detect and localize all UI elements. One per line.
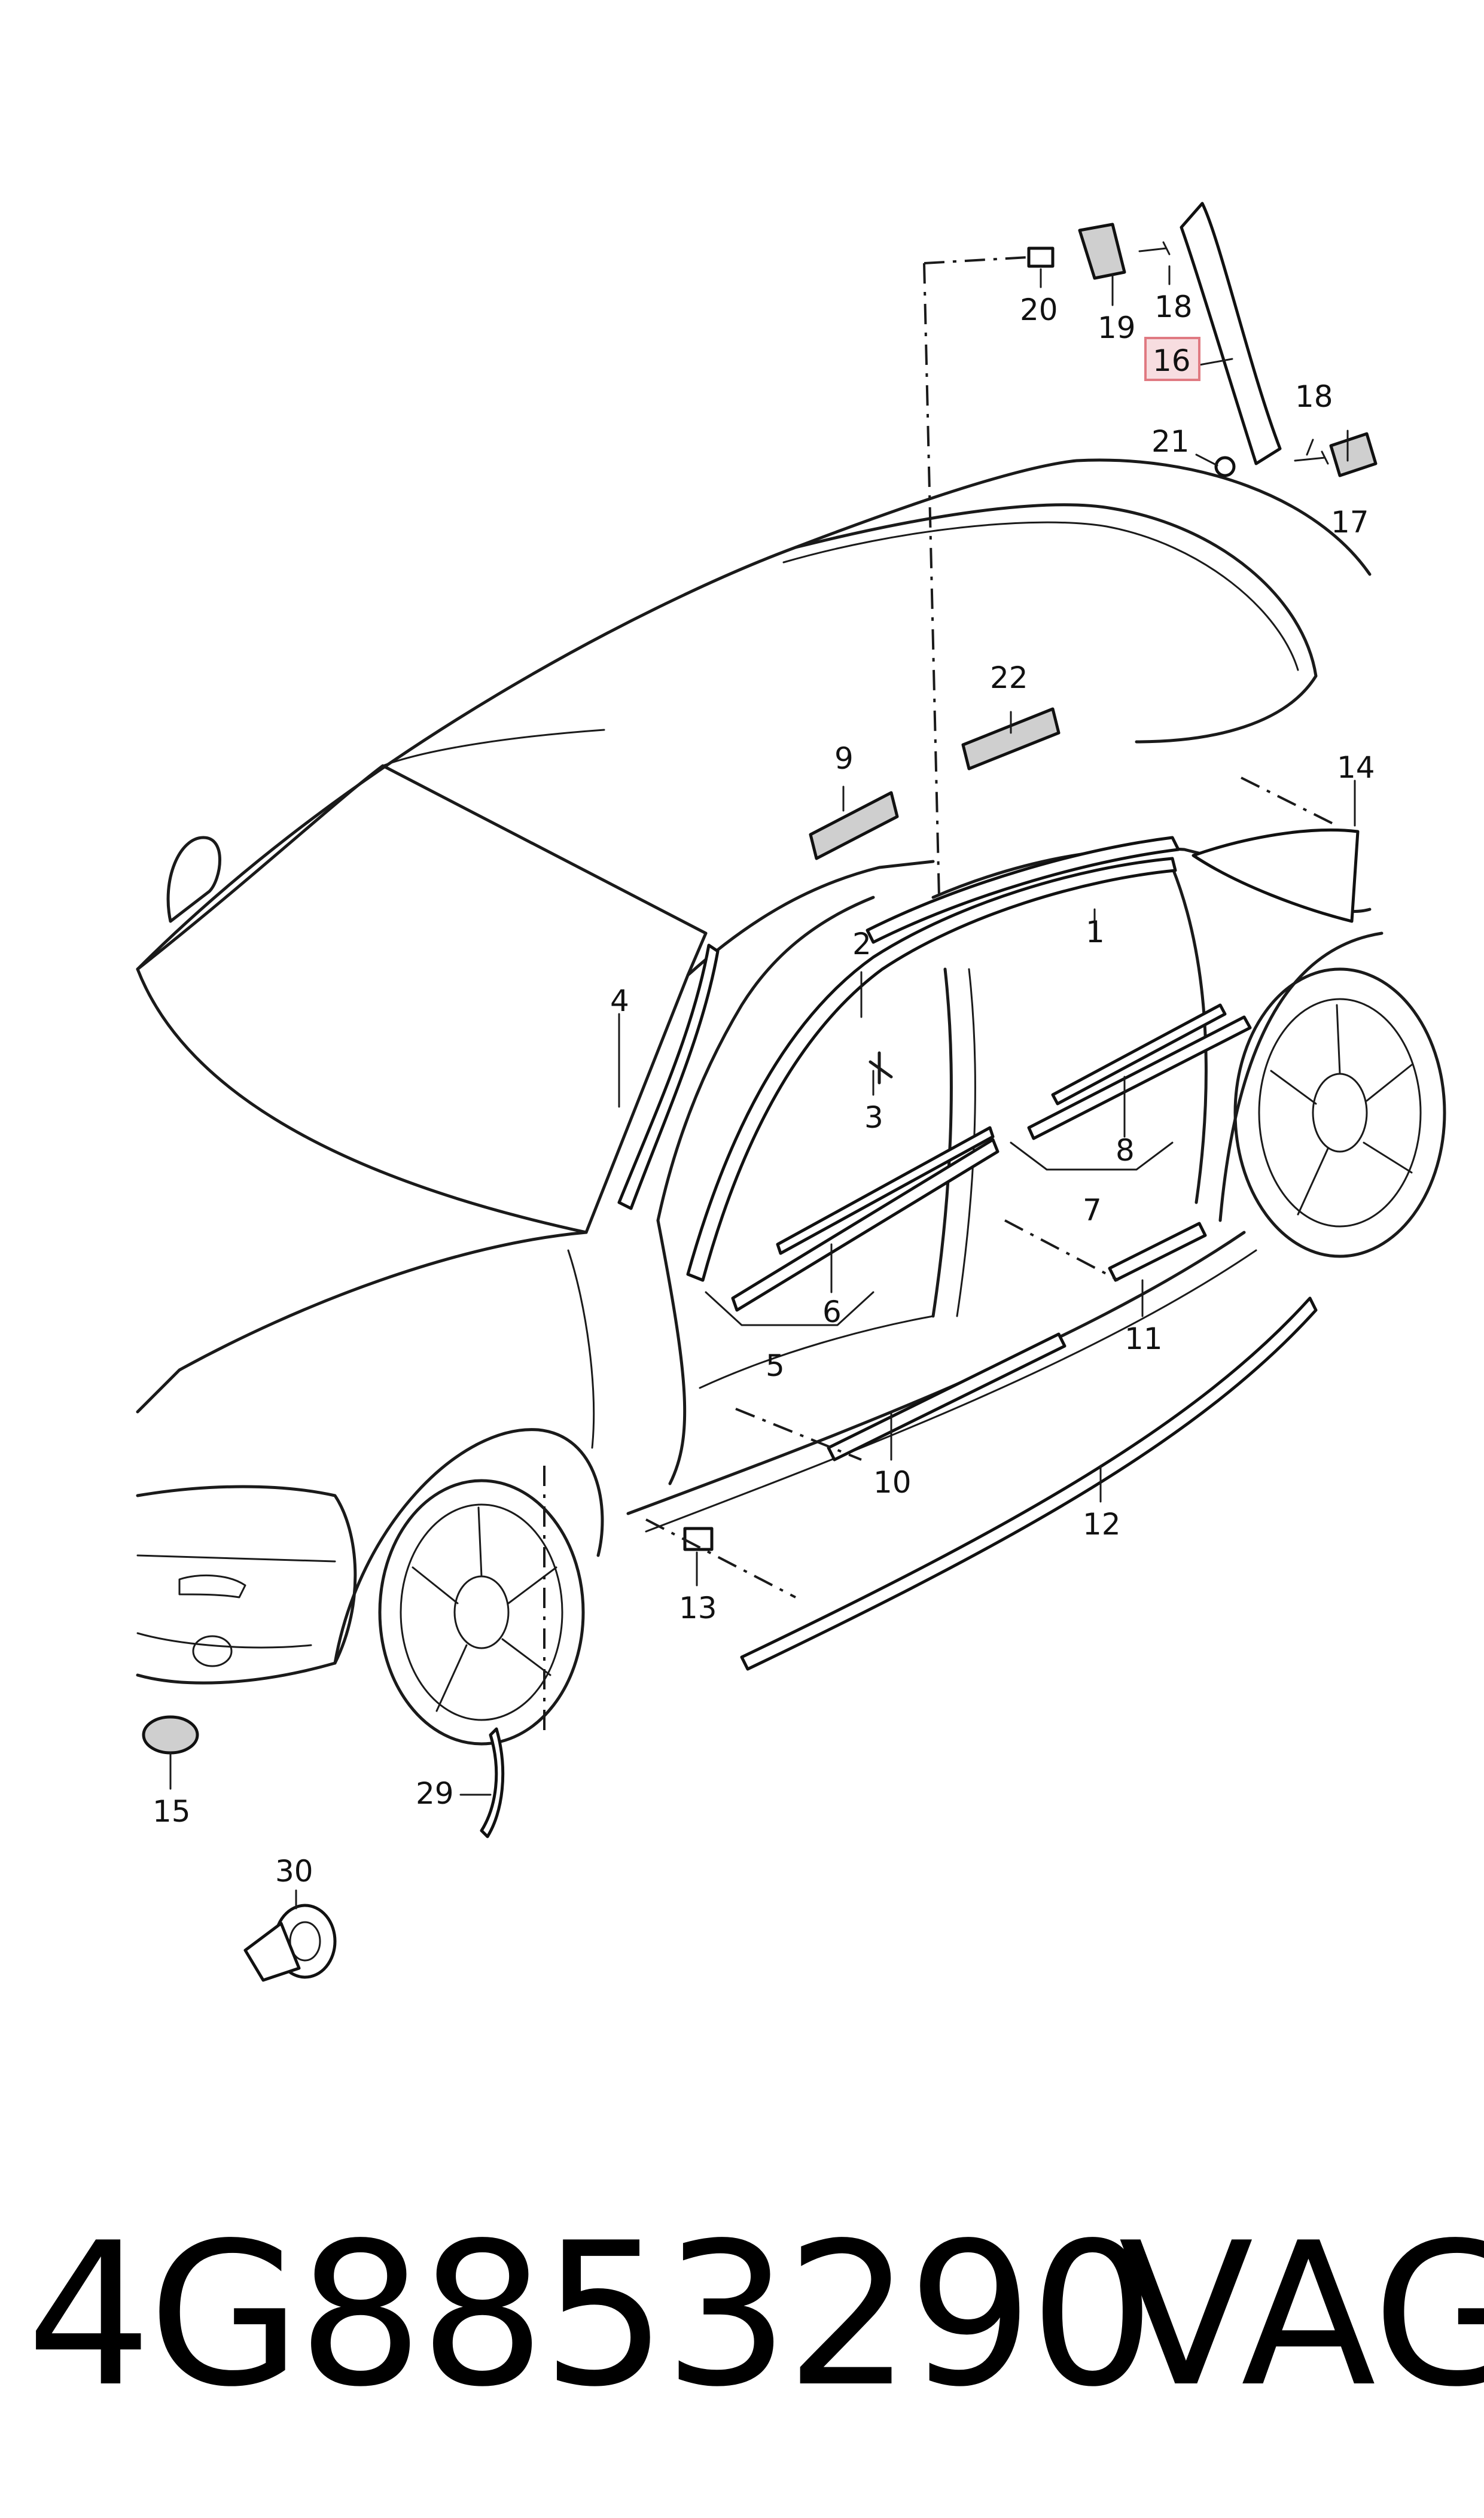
part-10-front-sill-trim bbox=[827, 1332, 1066, 1462]
callout-18-lower: 18 bbox=[1295, 379, 1333, 414]
part-6-front-door-trim-lower bbox=[776, 1126, 995, 1255]
part-16-b-pillar-trim bbox=[1180, 202, 1282, 465]
callout-5: 5 bbox=[766, 1348, 785, 1383]
part-9-bracket bbox=[809, 791, 899, 860]
callout-20: 20 bbox=[1020, 293, 1058, 327]
callout-7: 7 bbox=[1083, 1193, 1102, 1228]
part-6-front-door-trim bbox=[731, 1138, 1000, 1312]
callout-21: 21 bbox=[1151, 424, 1190, 459]
callout-11: 11 bbox=[1125, 1322, 1163, 1356]
part-14-quarter-window-trim bbox=[1192, 828, 1360, 923]
assembly-lines bbox=[543, 256, 1337, 1735]
callout-9: 9 bbox=[834, 741, 854, 776]
callout-15: 15 bbox=[153, 1794, 191, 1829]
callout-17: 17 bbox=[1331, 505, 1369, 540]
part-8-rear-door-trim bbox=[1027, 1015, 1252, 1140]
part-8-rear-door-trim-upper bbox=[1051, 1003, 1227, 1106]
part-19-bracket bbox=[1078, 223, 1126, 280]
callout-12: 12 bbox=[1083, 1507, 1121, 1542]
callout-13: 13 bbox=[679, 1591, 717, 1625]
part-11-rear-sill-trim bbox=[1108, 1222, 1207, 1282]
part-3-clip bbox=[869, 1051, 893, 1085]
part-21-clip bbox=[1214, 456, 1236, 477]
part-2-window-frame-trim bbox=[686, 857, 1177, 1282]
car-body-outline bbox=[136, 458, 1446, 1746]
callout-6: 6 bbox=[822, 1295, 842, 1329]
leader-lines bbox=[169, 265, 1356, 1910]
callout-30: 30 bbox=[275, 1854, 313, 1889]
callout-1: 1 bbox=[1086, 915, 1105, 949]
part-17-end-cap bbox=[1329, 432, 1378, 477]
callout-2: 2 bbox=[852, 927, 871, 961]
part-20-clip bbox=[1027, 246, 1055, 268]
part-12-rocker-panel bbox=[740, 1296, 1318, 1671]
part-30-tape-roll bbox=[243, 1904, 337, 1982]
callout-4: 4 bbox=[610, 984, 629, 1018]
part-18-bolt-lower bbox=[1294, 450, 1329, 465]
callout-16: 16 bbox=[1153, 343, 1191, 378]
part-29-wheel-arch-strip bbox=[480, 1727, 505, 1838]
brand-label: VAG bbox=[1119, 2200, 1484, 2430]
callout-22: 22 bbox=[990, 660, 1028, 695]
part-15-fog-lamp-cover bbox=[142, 1715, 199, 1755]
callout-19: 19 bbox=[1098, 310, 1136, 345]
callout-3: 3 bbox=[864, 1100, 883, 1135]
parts bbox=[142, 202, 1378, 1982]
part-1-window-channel-trim bbox=[866, 836, 1180, 944]
callout-8: 8 bbox=[1116, 1133, 1135, 1168]
part-number-label: 4G8853290 bbox=[26, 2200, 1155, 2430]
part-4-windshield-moulding bbox=[617, 943, 720, 1210]
part-22-bracket bbox=[961, 707, 1061, 771]
callout-14: 14 bbox=[1337, 750, 1375, 785]
callout-29: 29 bbox=[416, 1776, 454, 1811]
callout-10: 10 bbox=[873, 1465, 912, 1500]
part-18-bolt-upper bbox=[1138, 241, 1171, 255]
callout-18-upper: 18 bbox=[1154, 290, 1193, 324]
callout-16-highlight bbox=[1144, 337, 1200, 381]
callouts: 1 2 3 4 5 6 7 8 9 10 11 12 13 14 15 16 1… bbox=[153, 290, 1375, 1889]
